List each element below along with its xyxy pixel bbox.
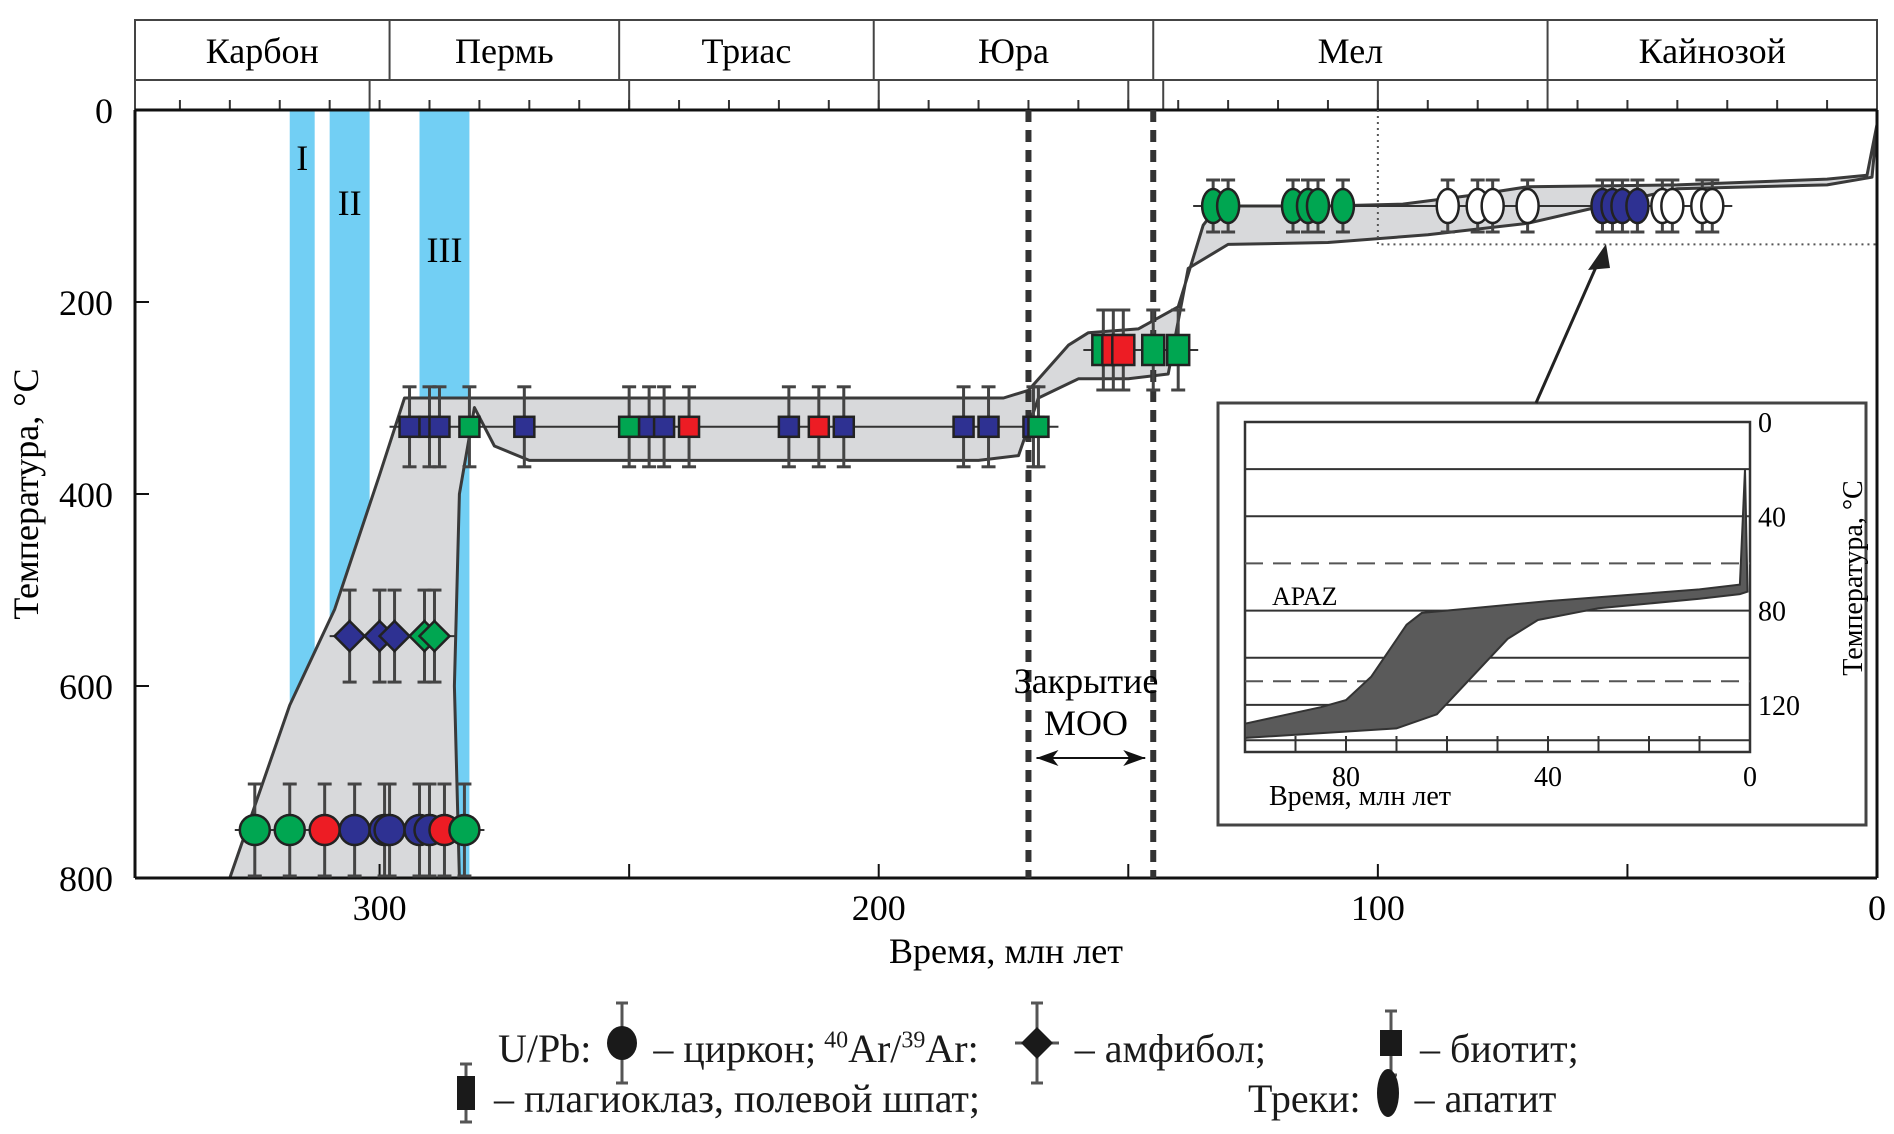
period-label: Кайнозой [1639, 31, 1786, 71]
band-label-III: III [426, 230, 462, 270]
zircon-point [308, 813, 341, 847]
period-bar-frame [134, 19, 1878, 81]
inset-envelope [1244, 469, 1749, 739]
legend-tracks-label: Треки: [1248, 1075, 1361, 1121]
zircon-symbol-icon [605, 1000, 639, 1096]
band-label-I: I [296, 138, 308, 178]
data-points [234, 178, 1733, 878]
x-tick-label: 200 [852, 888, 906, 928]
apatite-symbol-icon [1375, 1065, 1401, 1131]
envelope-area [228, 122, 1879, 880]
period-label: Пермь [455, 31, 554, 71]
x-axis-label: Время, млн лет [889, 931, 1123, 971]
inset-zone-label: APAZ [1272, 582, 1338, 611]
tt-envelope [228, 122, 1879, 880]
inset-y-tick-label: 40 [1758, 502, 1786, 533]
closure-arrowhead-right [1123, 750, 1146, 766]
legend-apatite: – апатит [1414, 1075, 1557, 1121]
legend-biotite: – биотит; [1420, 1025, 1579, 1071]
apatite-point [1480, 187, 1505, 225]
inset-y-tick-label: 120 [1758, 691, 1800, 722]
ar-suffix: Ar: [925, 1025, 979, 1071]
biotite-feldspar-point [458, 415, 481, 439]
legend-row-2: – плагиоклаз, полевой шпат; Треки: – апа… [438, 1062, 1556, 1134]
biotite-feldspar-point [1027, 415, 1050, 439]
inset-y-tick-label: 0 [1758, 408, 1772, 439]
closure-arrowhead-left [1036, 750, 1059, 766]
x-tick-label: 300 [353, 888, 407, 928]
x-tick-label: 0 [1868, 888, 1886, 928]
inset-chart: 80 40 0 0 40 80 120 [1216, 244, 1868, 827]
y-tick-label: 200 [59, 283, 113, 323]
apatite-point [1435, 187, 1460, 225]
legend-ar-method: 40Ar/39Ar: [824, 1025, 979, 1072]
zircon-point [273, 813, 306, 847]
biotite-feldspar-point [832, 415, 856, 439]
apatite-point [1700, 187, 1725, 225]
y-tick-label: 800 [59, 859, 113, 899]
y-tick-label: 0 [95, 91, 113, 131]
biotite-feldspar-point [1140, 333, 1166, 367]
legend-row-1: U/Pb: – циркон; 40Ar/39Ar: – амфибол; – … [498, 1000, 1579, 1096]
period-bar: Карбон Пермь Триас Юра Мел Кайнозой [134, 19, 1878, 110]
apatite-point [1215, 187, 1241, 225]
legend-zircon: – циркон; [653, 1025, 817, 1071]
biotite-feldspar-point [428, 415, 451, 439]
ar39-sup: 39 [901, 1027, 926, 1054]
closure-label-line2: МОО [1044, 703, 1128, 743]
period-label: Триас [702, 31, 792, 71]
biotite-feldspar-point [652, 415, 676, 439]
biotite-feldspar-point [977, 415, 1000, 439]
inset-x-label: Время, млн лет [1269, 781, 1451, 812]
y-tick-label: 600 [59, 667, 113, 707]
biotite-feldspar-point [1165, 333, 1191, 367]
amphibole-point [417, 619, 452, 653]
zircon-point [338, 813, 371, 847]
period-label: Юра [978, 31, 1049, 71]
amphibole-symbol-icon [1013, 1000, 1061, 1096]
band-label-II: II [338, 183, 362, 223]
period-label: Мел [1318, 31, 1384, 71]
closure-label-line1: Закрытие [1014, 661, 1159, 701]
closure-lines [1025, 110, 1157, 878]
biotite-feldspar-point [952, 415, 975, 439]
zircon-point [448, 813, 481, 847]
period-label: Карбон [206, 31, 319, 71]
inset-y-tick-label: 80 [1758, 597, 1786, 628]
biotite-feldspar-point [513, 415, 536, 439]
amphibole-point [377, 619, 412, 653]
apatite-point [1330, 187, 1356, 225]
inset-y-label: Температура, °C [1838, 480, 1869, 675]
biotite-feldspar-point [807, 415, 831, 439]
inset-x-tick-label: 80 [1332, 762, 1360, 793]
zircon-point [238, 813, 272, 847]
biotite-feldspar-point [1111, 333, 1136, 367]
ar40-sup: 40 [824, 1027, 849, 1054]
plagioclase-symbol-icon [452, 1062, 480, 1134]
apatite-point [1305, 187, 1331, 225]
apatite-point [1625, 187, 1650, 225]
biotite-feldspar-point [677, 415, 701, 439]
y-axis-label: Температура, °C [6, 368, 46, 619]
ar-mid: Ar/ [848, 1025, 902, 1071]
biotite-symbol-icon [1376, 1008, 1406, 1088]
amphibole-point [332, 619, 367, 653]
inset-pointer-line [1534, 257, 1602, 404]
legend-amphibole: – амфибол; [1074, 1025, 1267, 1071]
legend-upb-label: U/Pb: [498, 1025, 592, 1071]
zircon-point [373, 813, 406, 847]
biotite-feldspar-point [617, 415, 641, 439]
biotite-feldspar-point [398, 415, 421, 439]
legend-plagioclase: – плагиоклаз, полевой шпат; [494, 1075, 981, 1121]
apatite-point [1515, 187, 1540, 225]
inset-x-tick-label: 40 [1534, 762, 1562, 793]
biotite-feldspar-point [777, 415, 801, 439]
x-tick-label: 100 [1351, 888, 1405, 928]
y-tick-label: 400 [59, 475, 113, 515]
inset-pointer-arrowhead [1588, 244, 1610, 270]
inset-x-tick-label: 0 [1743, 762, 1757, 793]
apatite-point [1660, 187, 1685, 225]
